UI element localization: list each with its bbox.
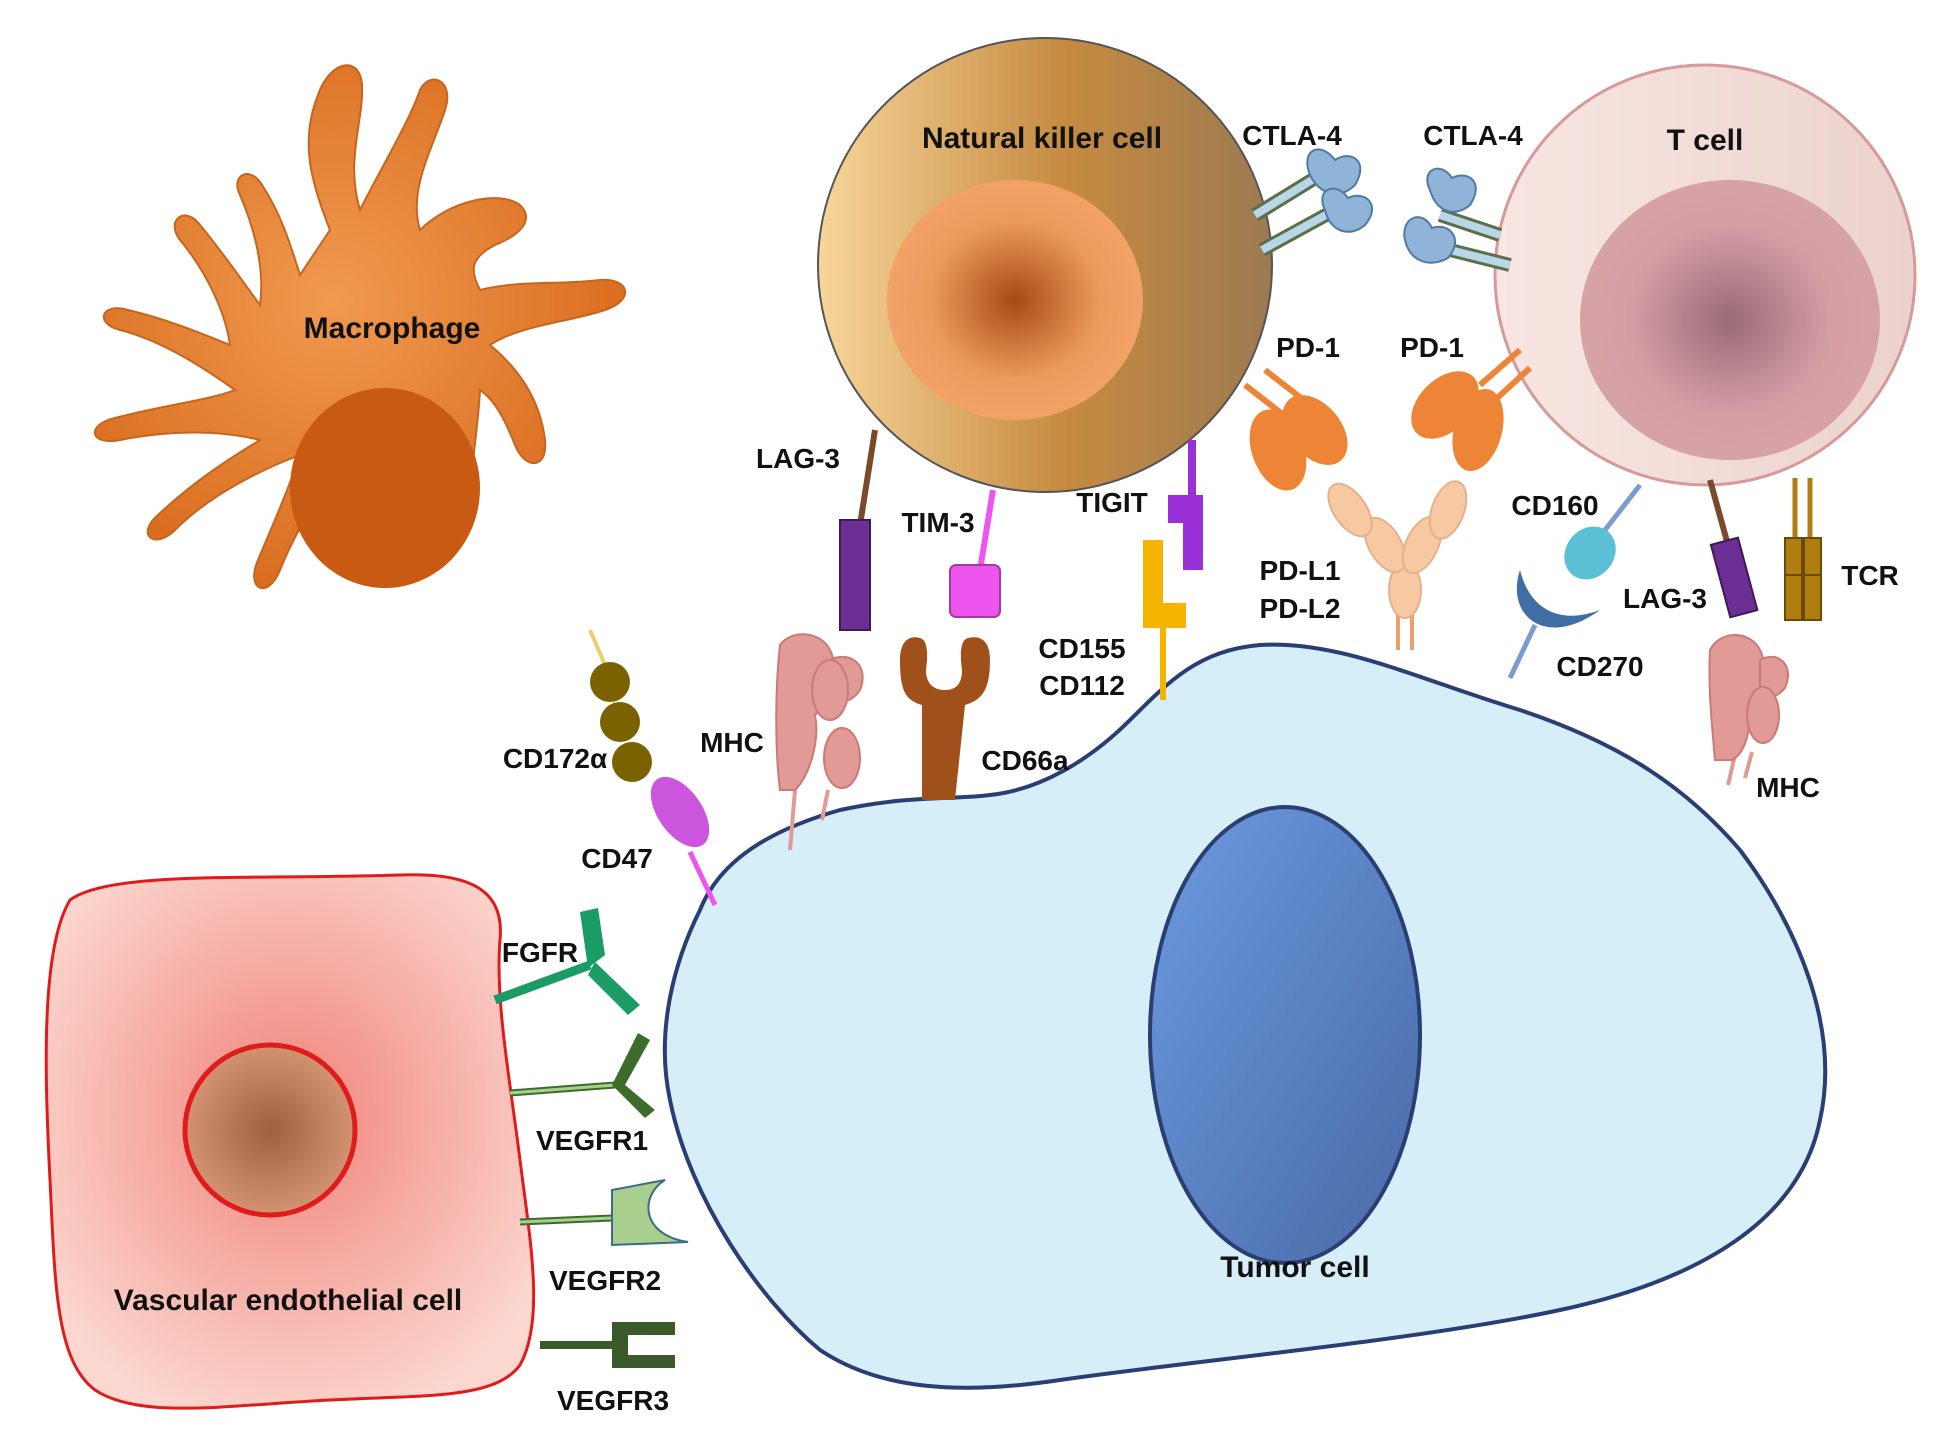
ctla4-right-label: CTLA-4 — [1423, 120, 1523, 151]
pdl1-label: PD-L1 — [1260, 555, 1341, 586]
cd172a-receptor — [588, 629, 652, 782]
t-cell-nucleus — [1580, 180, 1880, 460]
cd172a-label: CD172α — [503, 743, 607, 774]
pdl1-pdl2-ligand — [1327, 480, 1468, 650]
vegfr1-receptor — [509, 1033, 655, 1118]
cd66a-label: CD66a — [981, 745, 1069, 776]
cd160-label: CD160 — [1511, 490, 1598, 521]
tim3-receptor — [949, 489, 1001, 618]
cd270-ligand — [1507, 570, 1600, 680]
fgfr-label: FGFR — [502, 937, 578, 968]
pd1-right-label: PD-1 — [1400, 332, 1464, 363]
t-cell-label: T cell — [1667, 124, 1744, 157]
mhc-right-molecule — [1708, 634, 1789, 786]
lag3-right-label: LAG-3 — [1623, 583, 1707, 614]
cd160-receptor — [1564, 483, 1642, 580]
cd47-label: CD47 — [581, 843, 653, 874]
cd155-label: CD155 — [1038, 633, 1125, 664]
cd155-cd112-ligand — [1143, 540, 1186, 700]
macrophage-label: Macrophage — [304, 312, 481, 345]
vegfr1-label: VEGFR1 — [536, 1125, 648, 1156]
nk-cell-nucleus — [887, 180, 1143, 420]
tigit-label: TIGIT — [1076, 487, 1148, 518]
vegfr2-receptor — [519, 1179, 689, 1247]
vegfr3-label: VEGFR3 — [557, 1385, 669, 1416]
vascular-cell-nucleus — [182, 1042, 358, 1218]
lag3-left-label: LAG-3 — [756, 443, 840, 474]
tumor-cell-nucleus — [1148, 805, 1422, 1265]
ctla4-left-label: CTLA-4 — [1242, 120, 1342, 151]
tumor-cell: Tumor cell — [662, 642, 1828, 1390]
mhc-left-label: MHC — [700, 727, 764, 758]
ctla4-right-receptor — [1403, 167, 1512, 272]
mhc-left-molecule — [775, 633, 864, 851]
cd47-ligand — [650, 776, 718, 907]
vegfr3-receptor — [540, 1322, 675, 1368]
pdl2-label: PD-L2 — [1260, 593, 1341, 624]
ctla4-left-receptor — [1251, 148, 1373, 257]
t-cell: T cell — [1493, 63, 1917, 487]
fgfr-receptor — [493, 908, 640, 1015]
cd270-label: CD270 — [1556, 651, 1643, 682]
macrophage: Macrophage — [94, 64, 626, 590]
vascular-endothelial-cell: Vascular endothelial cell — [44, 873, 536, 1410]
vegfr2-label: VEGFR2 — [549, 1265, 661, 1296]
pd1-right-receptor — [1411, 347, 1533, 472]
cd66a-molecule — [900, 637, 990, 800]
lag3-right-receptor — [1707, 479, 1759, 619]
tigit-receptor — [1168, 440, 1203, 570]
natural-killer-cell: Natural killer cell — [817, 37, 1273, 493]
vascular-cell-label: Vascular endothelial cell — [114, 1284, 463, 1317]
tim3-label: TIM-3 — [901, 507, 974, 538]
mhc-right-label: MHC — [1756, 772, 1820, 803]
lag3-left-receptor — [839, 429, 878, 631]
macrophage-nucleus — [290, 388, 480, 588]
pd1-left-label: PD-1 — [1276, 332, 1340, 363]
nk-cell-label: Natural killer cell — [922, 122, 1162, 155]
pd1-left-receptor — [1243, 367, 1348, 491]
tumor-cell-label: Tumor cell — [1220, 1251, 1369, 1284]
tcr-label: TCR — [1841, 560, 1899, 591]
tcr-receptor — [1784, 478, 1822, 621]
cd112-label: CD112 — [1039, 670, 1125, 701]
